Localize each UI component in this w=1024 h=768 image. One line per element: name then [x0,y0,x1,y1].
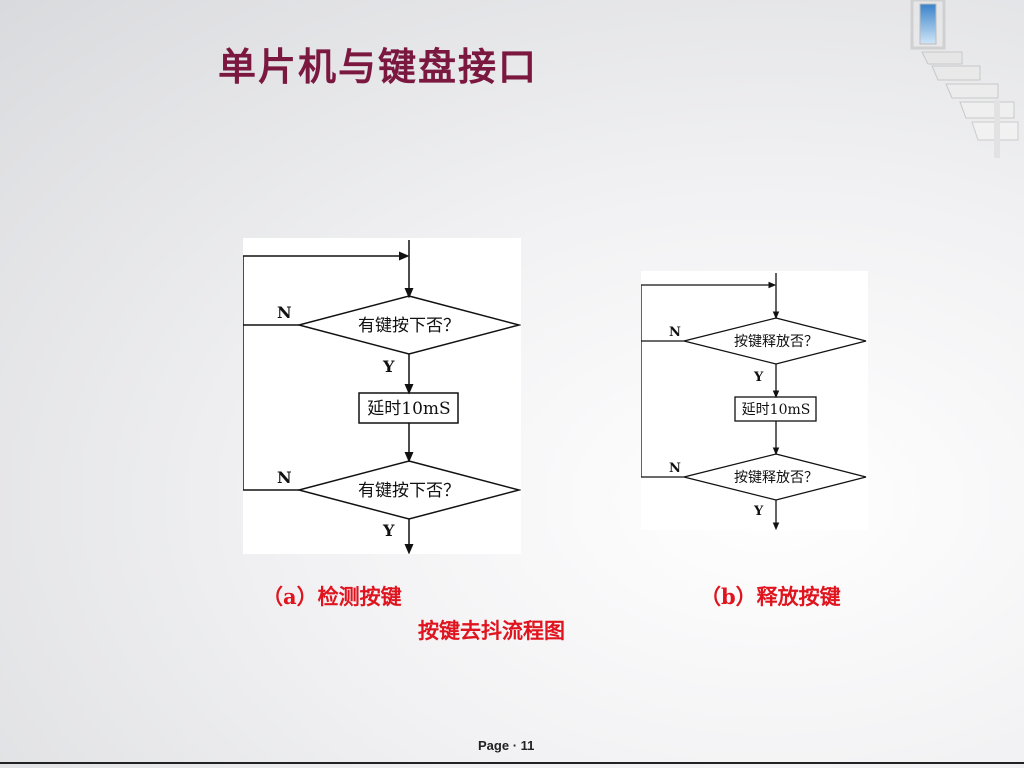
label-no: N [277,303,292,322]
process-delay: 延时10mS [367,399,450,419]
label-yes: Y [382,521,395,540]
decision-key-pressed-1: 有键按下否？ [358,316,460,336]
flowchart-detect-key: 有键按下否？ N Y 延时10mS 有键按下否？ N Y [243,238,521,554]
label-no: N [669,461,681,476]
flowchart-release-key: 按键释放否？ N Y 延时10mS 按键释放否？ N Y [641,271,868,530]
figure-caption: 按键去抖流程图 [418,618,565,643]
page-label: Page [478,738,510,753]
process-delay: 延时10mS [742,402,811,418]
staircase-decoration-icon [910,0,1019,158]
page-separator: · [512,738,518,753]
caption-b: （b）释放按键 [700,584,841,609]
label-yes: Y [382,357,395,376]
caption-a: （a）检测按键 [262,584,402,609]
label-no: N [669,325,681,340]
page-number: Page · 11 [478,738,534,753]
decision-key-pressed-2: 有键按下否？ [358,481,460,501]
decision-key-released-1: 按键释放否？ [734,334,818,350]
page-number-value: 11 [520,738,535,753]
bottom-rule [0,762,1024,764]
label-no: N [277,468,292,487]
label-yes: Y [753,504,764,519]
decision-key-released-2: 按键释放否？ [734,470,818,486]
page-title: 单片机与键盘接口 [218,45,539,89]
label-yes: Y [753,370,764,385]
